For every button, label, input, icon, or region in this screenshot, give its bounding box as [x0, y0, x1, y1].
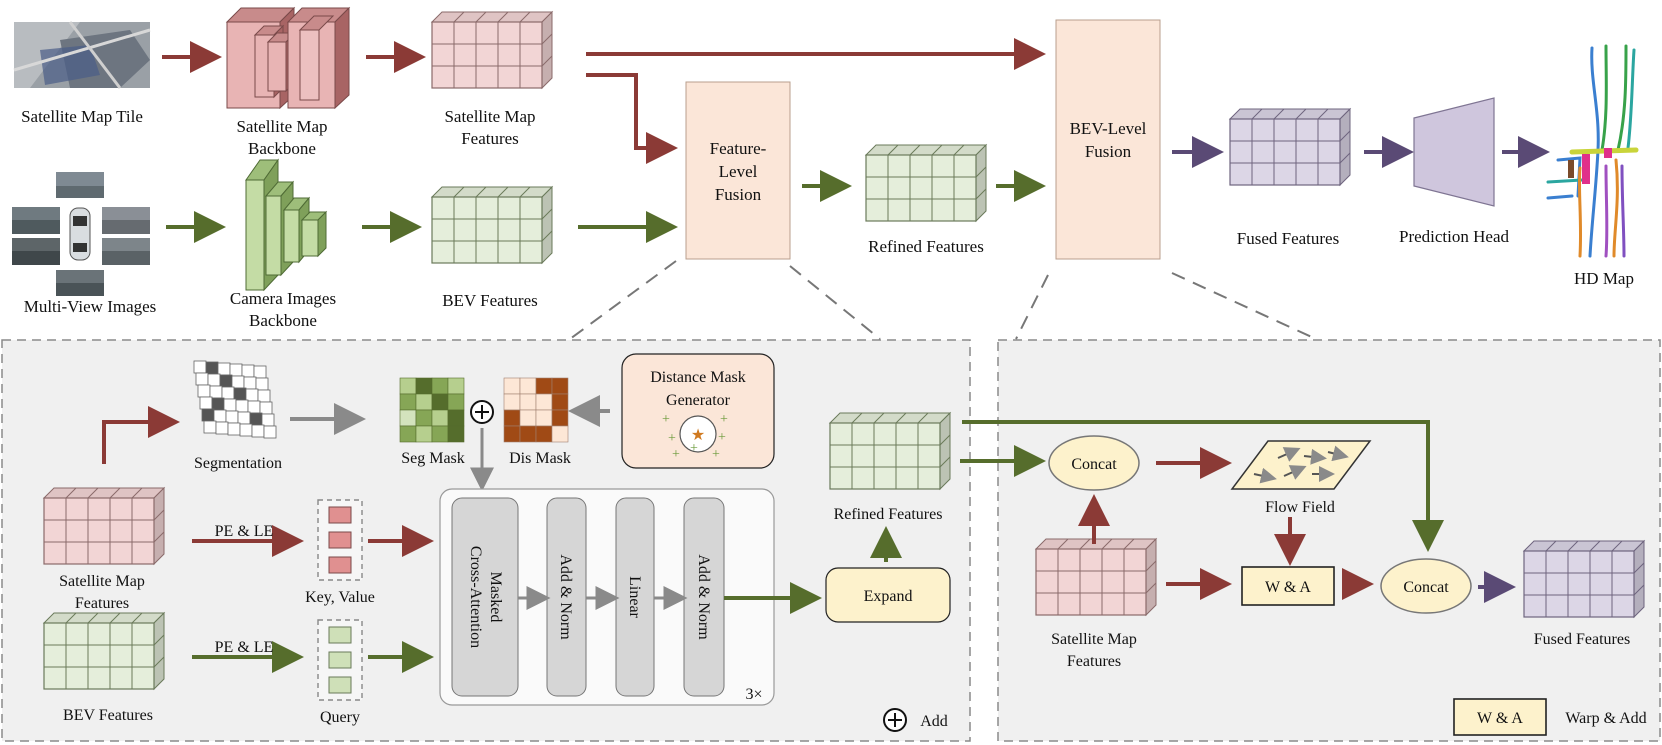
wa-legend-box	[1453, 698, 1547, 736]
left-bev-features-label: BEV Features	[63, 707, 153, 724]
satellite-tile-image	[13, 21, 151, 89]
concat-1-label: Concat	[1071, 456, 1117, 473]
svg-text:+: +	[672, 447, 680, 462]
refined-features-cube	[864, 143, 988, 223]
seg-mask-label: Seg Mask	[401, 450, 465, 467]
zoom-lines	[569, 260, 1317, 340]
seg-mask-grid	[399, 377, 465, 443]
flow-vectors-icon	[1253, 445, 1349, 484]
left-refined-features-label: Refined Features	[834, 506, 943, 523]
svg-text:+: +	[712, 447, 720, 462]
prediction-head-icon	[1413, 97, 1495, 207]
satellite-backbone-icon	[225, 6, 351, 110]
distance-mask-generator-box	[621, 353, 775, 469]
svg-text:+: +	[662, 412, 670, 427]
concat-1-node	[1048, 435, 1140, 491]
query-token-2	[328, 651, 352, 669]
satellite-tile-label: Satellite Map Tile	[21, 107, 143, 126]
concat-2-label: Concat	[1403, 579, 1449, 596]
center-star-icon: ★	[691, 427, 705, 444]
add-norm-1-label: Add & Norm	[557, 554, 574, 640]
key-value-token-2	[328, 531, 352, 549]
dis-mask-label: Dis Mask	[509, 450, 571, 467]
flow-field-label: Flow Field	[1265, 499, 1335, 516]
key-value-token-1	[328, 506, 352, 524]
hd-map-icon	[1546, 44, 1639, 258]
left-bev-features-cube	[42, 611, 166, 691]
right-satellite-features-cube	[1034, 537, 1158, 617]
expand-box	[825, 567, 951, 623]
concat-2-node	[1380, 558, 1472, 614]
query-label: Query	[320, 709, 360, 726]
refined-features-label: Refined Features	[868, 237, 984, 256]
fused-features-label: Fused Features	[1237, 229, 1339, 248]
bev-features-cube	[430, 185, 554, 265]
multiview-images	[12, 172, 150, 296]
prediction-head-label: Prediction Head	[1399, 227, 1509, 246]
query-token-1	[328, 626, 352, 644]
distance-circle-icon	[679, 415, 717, 453]
add-norm-2-label: Add & Norm	[695, 554, 712, 640]
pe-le-label-2: PE & LE	[215, 639, 274, 656]
arrow-refined-to-concat2	[962, 420, 1444, 552]
svg-text:+: +	[690, 441, 698, 456]
satellite-features-cube	[430, 10, 554, 90]
multiview-images-label: Multi-View Images	[24, 297, 157, 316]
svg-text:+: +	[668, 431, 676, 446]
arrow-sat-to-feature-fusion	[586, 73, 678, 164]
svg-text:+: +	[720, 412, 728, 427]
segmentation-grid	[193, 360, 277, 439]
add-legend-label: Add	[920, 713, 948, 730]
feature-level-fusion-box	[685, 81, 791, 260]
masked-attention-box	[451, 497, 519, 697]
left-satellite-features-cube	[42, 486, 166, 566]
repeat-label: 3×	[745, 686, 762, 703]
query-token-3	[328, 676, 352, 694]
key-value-token-3	[328, 556, 352, 574]
wa-legend-label: Warp & Add	[1565, 710, 1646, 727]
fused-features-cube	[1228, 107, 1352, 187]
right-fused-features-label: Fused Features	[1534, 631, 1630, 648]
segmentation-label: Segmentation	[194, 455, 282, 472]
masked-attention-label: MaskedCross-Attention	[467, 546, 504, 648]
bev-level-fusion-box	[1055, 19, 1161, 260]
camera-backbone-icon	[245, 158, 328, 292]
bev-features-label: BEV Features	[442, 291, 538, 310]
wa-box	[1241, 566, 1335, 606]
key-value-label: Key, Value	[305, 589, 375, 606]
left-refined-features-cube	[828, 411, 952, 491]
linear-label: Linear	[626, 576, 643, 618]
wa-legend-box-label: W & A	[1477, 710, 1523, 727]
expand-label: Expand	[864, 588, 913, 605]
wa-label: W & A	[1265, 579, 1311, 596]
distance-points-icon: +++ +++ +	[662, 412, 728, 462]
arrow-sat-to-segmentation	[102, 406, 180, 464]
pe-le-label-1: PE & LE	[215, 523, 274, 540]
svg-text:+: +	[718, 430, 726, 445]
right-fused-features-cube	[1522, 539, 1646, 619]
dis-mask-grid	[503, 377, 569, 443]
hd-map-label: HD Map	[1574, 269, 1634, 288]
